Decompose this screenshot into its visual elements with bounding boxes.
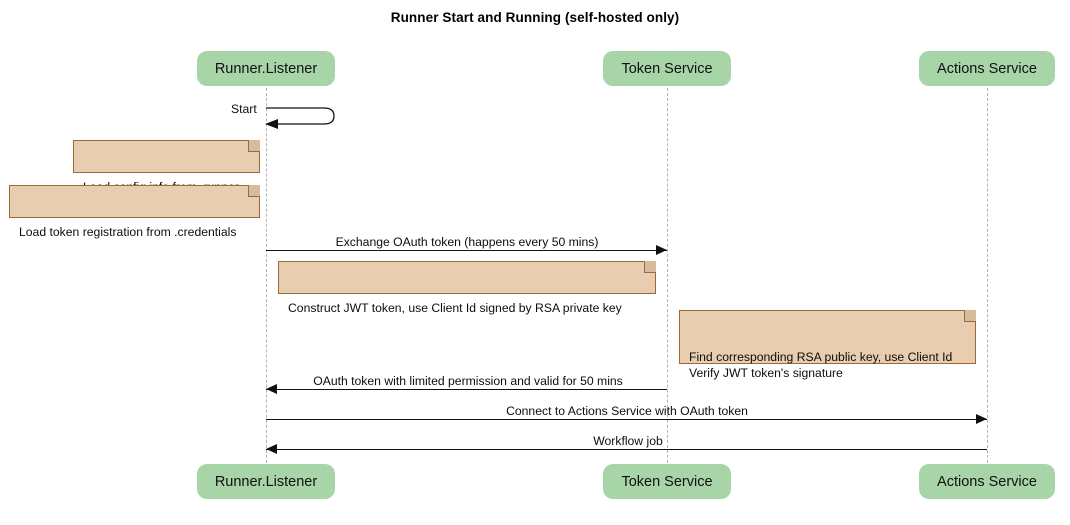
participant-actions-service[interactable]: Actions Service	[919, 51, 1055, 86]
note-text: Construct JWT token, use Client Id signe…	[288, 301, 622, 315]
note-fold-icon	[964, 310, 976, 322]
note-load-config: Load config info from .runner	[73, 140, 260, 194]
arrowhead-right-icon	[976, 414, 987, 424]
participant-label: Runner.Listener	[214, 473, 318, 490]
message-line-connect-actions-service	[266, 419, 987, 420]
arrowhead-right-icon	[656, 245, 667, 255]
participant-label: Token Service	[621, 473, 713, 490]
page-title: Runner Start and Running (self-hosted on…	[390, 10, 680, 25]
note-fold-icon	[248, 140, 260, 152]
arrowhead-left-icon	[266, 384, 277, 394]
note-fold-icon	[644, 261, 656, 273]
lifeline-runner	[266, 88, 267, 463]
participant-label: Runner.Listener	[214, 60, 318, 77]
lifeline-token	[667, 88, 668, 463]
participant-token-service[interactable]: Token Service	[603, 51, 731, 86]
self-loop-start	[265, 107, 335, 129]
message-label-exchange-oauth-token: Exchange OAuth token (happens every 50 m…	[335, 235, 599, 249]
arrowhead-left-icon	[266, 444, 277, 454]
message-line-exchange-oauth-token	[266, 250, 667, 251]
message-line-oauth-token-response	[266, 389, 667, 390]
note-text: Find corresponding RSA public key, use C…	[689, 350, 953, 380]
note-verify-jwt-signature: Find corresponding RSA public key, use C…	[679, 310, 976, 380]
participant-footer-runner-listener[interactable]: Runner.Listener	[197, 464, 335, 499]
message-label-start: Start	[231, 102, 257, 116]
message-label-connect-actions-service: Connect to Actions Service with OAuth to…	[506, 404, 748, 418]
note-fold-icon	[248, 185, 260, 197]
participant-footer-actions-service[interactable]: Actions Service	[919, 464, 1055, 499]
participant-label: Actions Service	[937, 60, 1037, 77]
participant-label: Actions Service	[937, 473, 1037, 490]
message-line-workflow-job	[266, 449, 987, 450]
note-text: Load token registration from .credential…	[19, 225, 237, 239]
message-label-oauth-token-response: OAuth token with limited permission and …	[313, 374, 623, 388]
lifeline-actions	[987, 88, 988, 463]
participant-label: Token Service	[621, 60, 713, 77]
participant-footer-token-service[interactable]: Token Service	[603, 464, 731, 499]
message-label-workflow-job: Workflow job	[593, 434, 663, 448]
note-load-token-registration: Load token registration from .credential…	[9, 185, 260, 239]
participant-runner-listener[interactable]: Runner.Listener	[197, 51, 335, 86]
note-construct-jwt-token: Construct JWT token, use Client Id signe…	[278, 261, 656, 315]
